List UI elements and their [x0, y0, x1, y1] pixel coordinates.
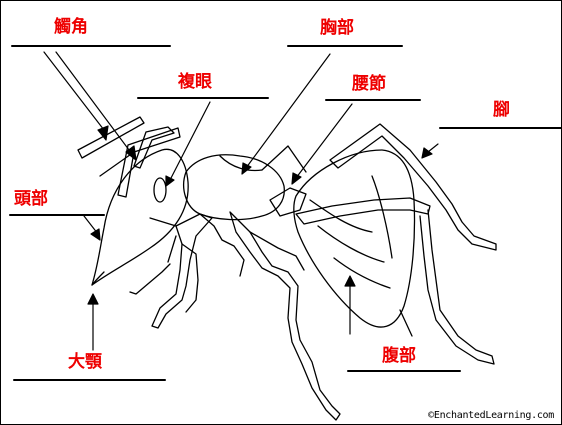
label-compound-eye: 複眼 [178, 74, 212, 91]
label-petiole: 腰節 [352, 76, 386, 93]
label-head: 頭部 [14, 191, 48, 208]
label-mandibles: 大顎 [68, 354, 102, 371]
compound-eye-shape [154, 178, 166, 202]
label-abdomen: 腹部 [382, 348, 416, 365]
head-outline [92, 149, 188, 285]
leg-middle [230, 212, 340, 420]
petiole-outline [270, 188, 306, 216]
leg-front [152, 214, 212, 328]
label-antenna: 觸角 [54, 19, 88, 36]
label-thorax: 胸部 [320, 20, 354, 37]
thorax-outline [184, 155, 285, 220]
leg-rear [296, 198, 430, 224]
antennae [78, 117, 180, 197]
pointer-lines [44, 52, 438, 350]
abdomen-outline [294, 150, 415, 327]
copyright-credit: ©EnchantedLearning.com [428, 410, 554, 421]
label-legs: 腳 [493, 102, 510, 119]
